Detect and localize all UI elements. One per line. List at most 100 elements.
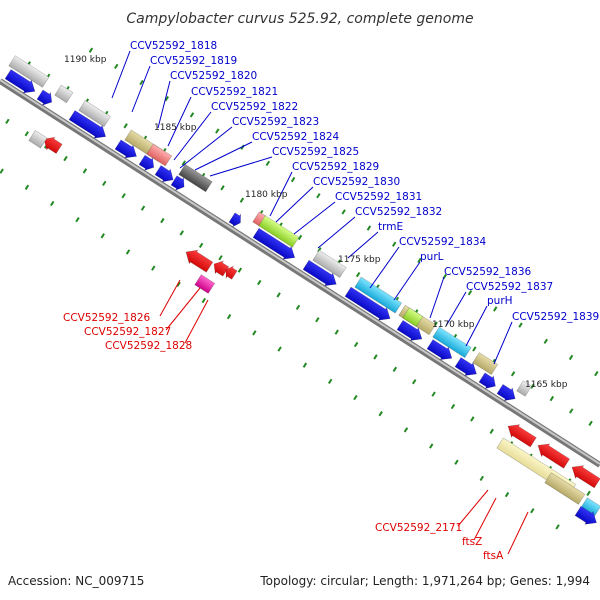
gene-label-ccv52592-1824[interactable]: CCV52592_1824: [252, 131, 340, 143]
leader-line: [165, 287, 201, 331]
cds-box[interactable]: [472, 352, 499, 375]
leader-line: [157, 80, 171, 129]
cds-box[interactable]: [516, 380, 533, 397]
cds-arrow[interactable]: [114, 138, 141, 162]
leader-line: [369, 246, 400, 289]
gene-label-ccv52592-1839[interactable]: CCV52592_1839: [512, 311, 599, 323]
gene-label-ccv52592-1820[interactable]: CCV52592_1820: [170, 70, 257, 82]
scale-tick: [125, 249, 131, 255]
leader-line: [507, 511, 529, 555]
cds-arrow[interactable]: [138, 154, 158, 174]
cds-arrow[interactable]: [396, 319, 426, 346]
cds-arrow-reverse[interactable]: [568, 461, 600, 490]
cds-arrow[interactable]: [454, 356, 481, 380]
scale-tick: [151, 265, 156, 271]
cds-box[interactable]: [146, 143, 173, 167]
scale-tick: [341, 209, 346, 215]
kbp-label: 1165 kbp: [525, 380, 568, 390]
cds-arrow-reverse[interactable]: [222, 264, 238, 281]
gene-label-ccv52592-2171[interactable]: CCV52592_2171: [375, 522, 462, 534]
gene-label-purl[interactable]: purL: [420, 251, 444, 263]
cds-arrow-reverse[interactable]: [534, 439, 571, 470]
scale-tick: [569, 408, 574, 414]
cds-arrow-reverse[interactable]: [182, 245, 214, 274]
scale-tick: [164, 96, 169, 102]
scale-tick: [24, 131, 29, 137]
gene-label-ccv52592-1836[interactable]: CCV52592_1836: [444, 266, 532, 278]
scale-tick: [594, 370, 599, 377]
cds-box[interactable]: [28, 130, 48, 149]
cds-arrow[interactable]: [426, 338, 456, 365]
cds-arrow[interactable]: [574, 505, 600, 529]
cds-arrow[interactable]: [228, 211, 245, 229]
gene-label-ccv52592-1819[interactable]: CCV52592_1819: [150, 55, 237, 67]
scale-tick: [316, 193, 321, 199]
leader-line: [159, 279, 181, 317]
cds-box[interactable]: [354, 276, 403, 314]
scale-tick: [176, 281, 181, 287]
cds-arrow-reverse[interactable]: [504, 420, 537, 449]
scale-tick: [290, 176, 296, 183]
scale-tick: [123, 123, 128, 129]
scale-tick: [315, 317, 320, 323]
gene-label-ccv52592-1826[interactable]: CCV52592_1826: [63, 312, 151, 324]
gene-label-ccv52592-1821[interactable]: CCV52592_1821: [191, 86, 278, 98]
scale-tick: [555, 524, 560, 530]
cds-arrow[interactable]: [478, 371, 500, 392]
gene-label-ccv52592-1831[interactable]: CCV52592_1831: [335, 191, 422, 203]
cds-box[interactable]: [402, 307, 424, 327]
leader-line: [184, 299, 209, 344]
cds-arrow[interactable]: [302, 259, 340, 291]
gene-label-ftsz[interactable]: ftsZ: [462, 536, 482, 548]
gene-label-purh[interactable]: purH: [487, 295, 513, 307]
gene-label-ccv52592-1827[interactable]: CCV52592_1827: [84, 326, 171, 338]
gene-label-trme[interactable]: trmE: [378, 221, 403, 233]
cds-box[interactable]: [312, 249, 347, 278]
gene-label-ccv52592-1828[interactable]: CCV52592_1828: [105, 340, 192, 352]
cds-arrow[interactable]: [68, 109, 110, 143]
cds-box[interactable]: [178, 164, 213, 193]
gene-label-ccv52592-1829[interactable]: CCV52592_1829: [292, 161, 379, 173]
gene-label-ccv52592-1822[interactable]: CCV52592_1822: [211, 101, 298, 113]
gene-label-ccv52592-1832[interactable]: CCV52592_1832: [355, 206, 442, 218]
gene-label-ftsa[interactable]: ftsA: [483, 550, 504, 562]
cds-box[interactable]: [258, 215, 300, 248]
leader-line: [209, 156, 273, 177]
scale-tick: [586, 490, 591, 496]
cds-arrow[interactable]: [36, 88, 56, 108]
cds-box[interactable]: [54, 84, 74, 104]
cds-arrow[interactable]: [4, 68, 39, 98]
cds-arrow[interactable]: [170, 174, 188, 193]
cds-arrow[interactable]: [344, 285, 394, 325]
gene-label-ccv52592-1830[interactable]: CCV52592_1830: [313, 176, 400, 188]
scale-tick: [518, 322, 523, 328]
gene-features: [4, 55, 600, 529]
cds-arrow[interactable]: [496, 383, 519, 405]
gene-label-ccv52592-1834[interactable]: CCV52592_1834: [399, 236, 487, 248]
cds-box[interactable]: [78, 100, 111, 128]
scale-tick: [5, 118, 10, 125]
gene-label-ccv52592-1823[interactable]: CCV52592_1823: [232, 116, 319, 128]
leader-line: [167, 96, 192, 147]
scale-tick: [277, 346, 282, 352]
gene-label-ccv52592-1818[interactable]: CCV52592_1818: [130, 40, 217, 52]
kbp-label: 1170 kbp: [432, 320, 475, 330]
cds-box[interactable]: [432, 326, 472, 358]
gene-label-ccv52592-1825[interactable]: CCV52592_1825: [272, 146, 359, 158]
scale-tick: [353, 341, 359, 348]
cds-arrow-reverse[interactable]: [210, 258, 230, 278]
scale-tick: [510, 371, 516, 377]
topology-text: Topology: circular; Length: 1,971,264 bp…: [259, 574, 590, 588]
scale-tick: [431, 391, 436, 397]
cds-box[interactable]: [544, 472, 586, 505]
cds-box[interactable]: [8, 55, 50, 88]
gene-label-ccv52592-1837[interactable]: CCV52592_1837: [466, 281, 553, 293]
scale-tick: [417, 257, 422, 264]
scale-tick: [239, 197, 245, 203]
cds-box[interactable]: [194, 274, 216, 294]
cds-arrow[interactable]: [154, 164, 177, 186]
scale-tick: [392, 366, 398, 372]
cds-arrow[interactable]: [252, 227, 299, 264]
cds-arrow-reverse[interactable]: [40, 133, 63, 155]
scale-tick: [160, 217, 165, 224]
